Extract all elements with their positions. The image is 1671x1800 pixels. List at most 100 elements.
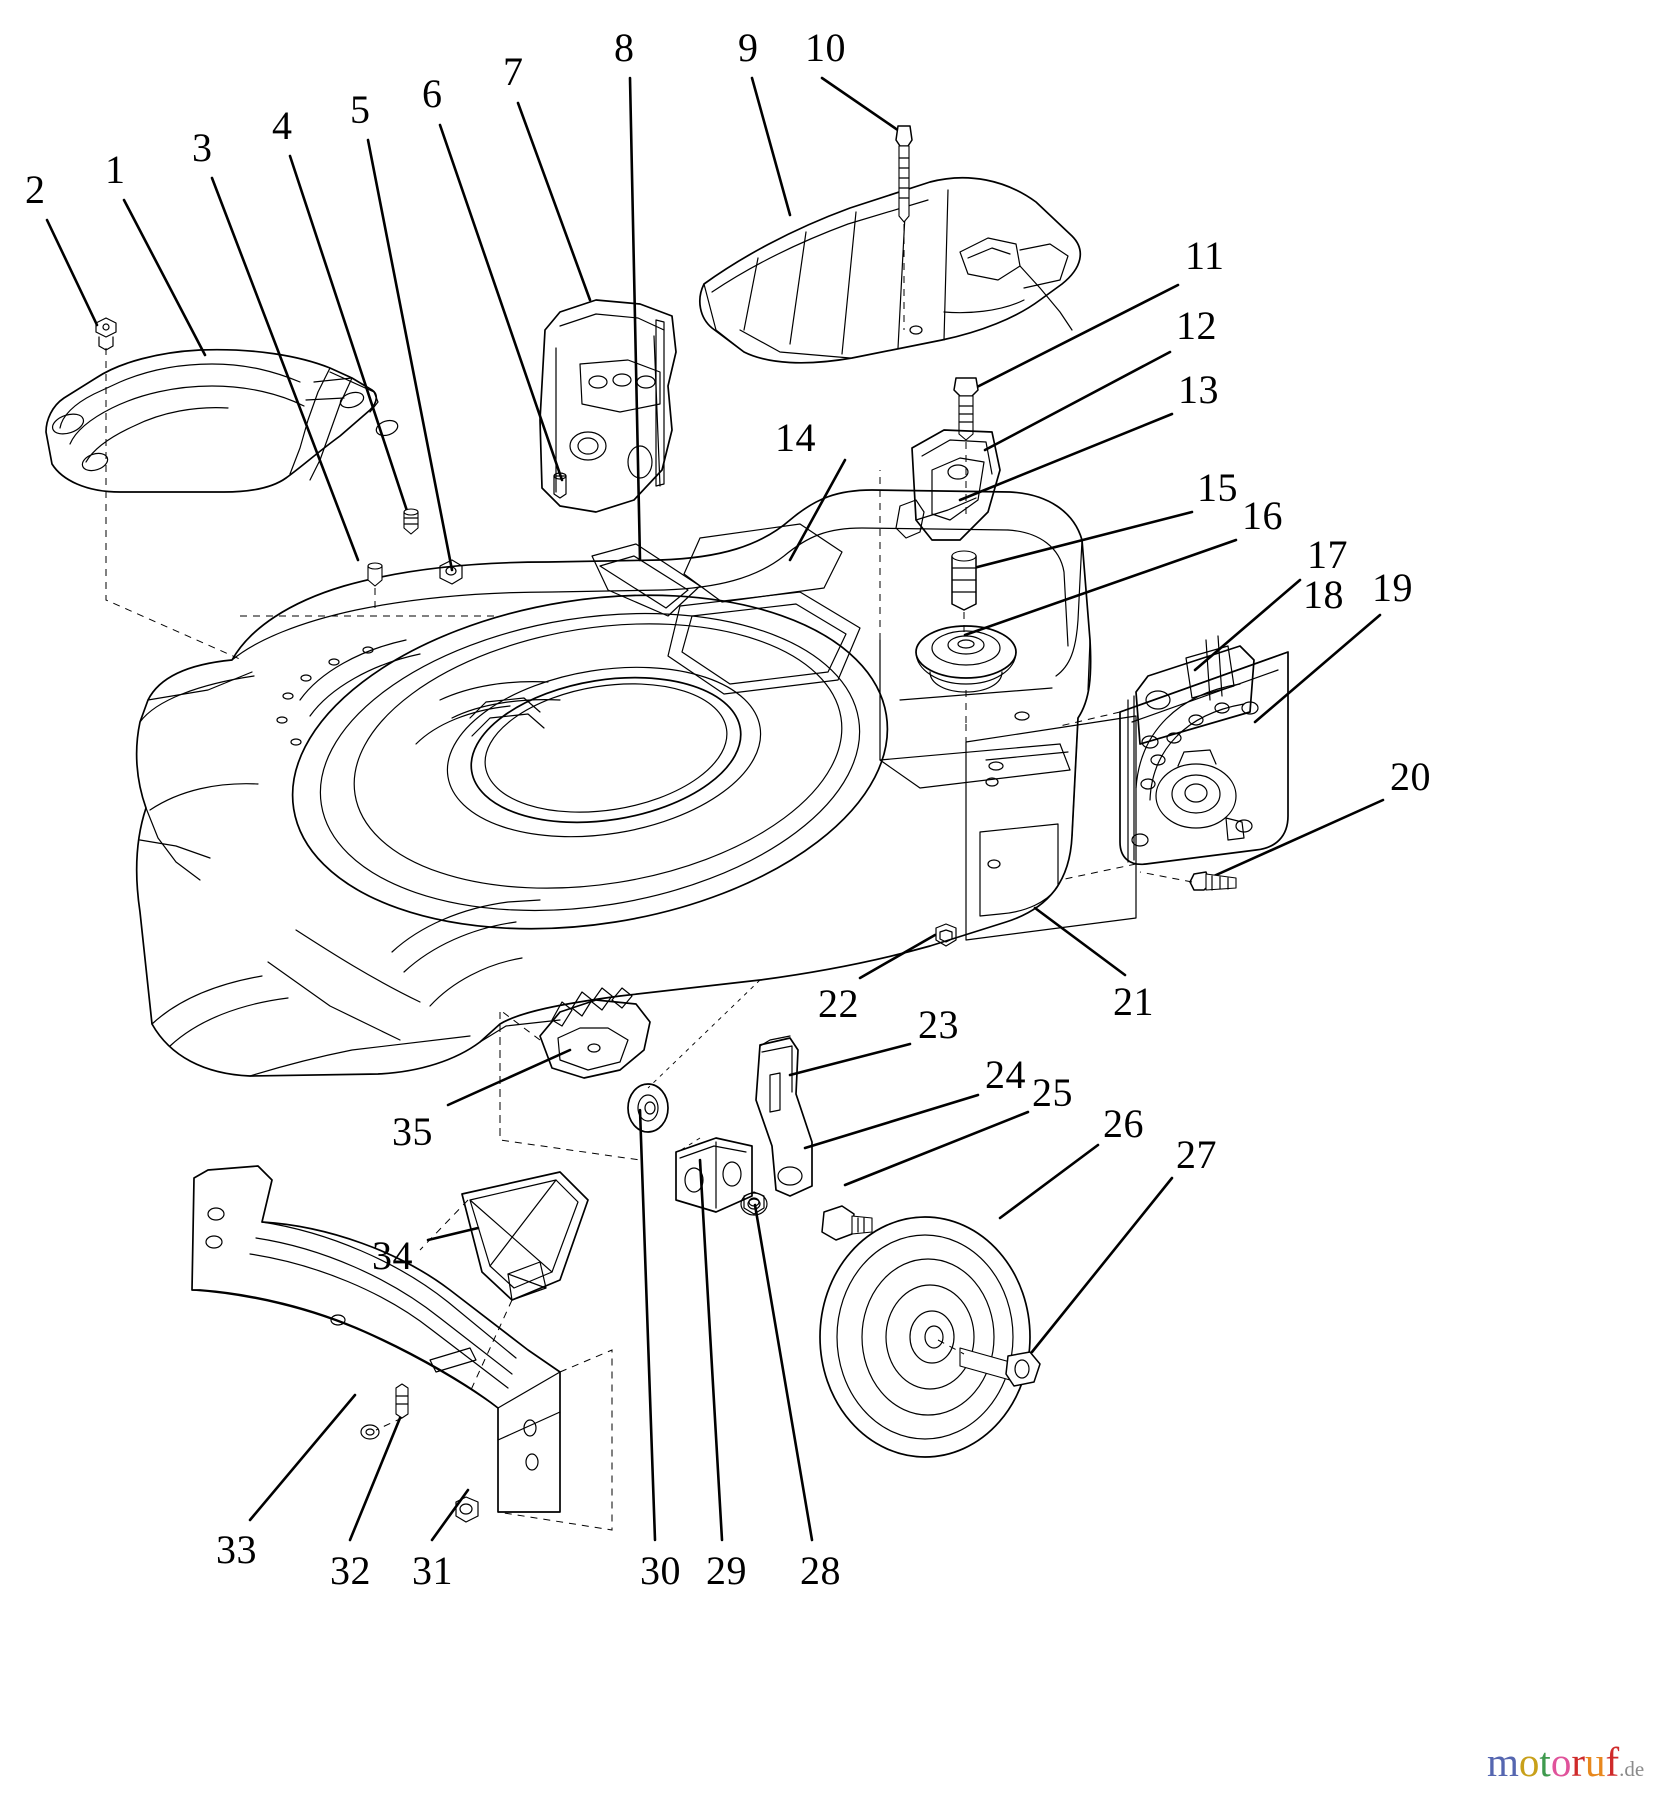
leader-line-29: [698, 1158, 724, 1542]
part-5-bolt: [439, 559, 463, 585]
part-11-bolt: [953, 377, 979, 520]
leader-lines: [45, 76, 1385, 1542]
part-6-pin: [553, 472, 567, 499]
watermark-letter-1: o: [1518, 1739, 1540, 1785]
callout-number-11: 11: [1185, 233, 1225, 278]
callout-number-8: 8: [614, 25, 635, 70]
part-28-bushing: [740, 1192, 768, 1216]
callout-number-34: 34: [372, 1233, 413, 1278]
leader-line-17: [1193, 578, 1302, 672]
leader-line-11: [973, 283, 1180, 390]
callout-number-24: 24: [985, 1052, 1026, 1097]
callout-number-17: 17: [1307, 532, 1348, 577]
callout-number-19: 19: [1372, 565, 1413, 610]
callout-number-6: 6: [422, 71, 443, 116]
part-9-rear-door: [699, 176, 1082, 364]
leader-line-33: [248, 1393, 357, 1522]
leader-line-10: [820, 76, 907, 137]
watermark-tld: .de: [1619, 1757, 1645, 1781]
leader-line-23: [788, 1042, 912, 1077]
callout-number-33: 33: [216, 1527, 257, 1572]
watermark-letter-2: t: [1539, 1739, 1551, 1785]
callout-number-21: 21: [1113, 979, 1154, 1024]
callout-number-16: 16: [1242, 493, 1283, 538]
leader-line-7: [516, 101, 592, 302]
motoruf-watermark: motoruf.de: [1487, 1742, 1644, 1790]
callout-number-23: 23: [918, 1002, 959, 1047]
part-29-bracket: [675, 1137, 753, 1213]
leader-line-16: [963, 538, 1238, 637]
leader-line-34: [426, 1226, 480, 1242]
leader-line-26: [998, 1143, 1100, 1220]
callout-number-27: 27: [1176, 1132, 1217, 1177]
part-22-nut: [935, 923, 957, 947]
part-7-bracket: [539, 299, 677, 513]
callout-number-13: 13: [1178, 367, 1219, 412]
part-34-mulch-plug: [419, 1171, 589, 1393]
part-30-washer: [627, 1083, 669, 1133]
part-2-plug: [95, 317, 117, 351]
leader-line-9: [750, 76, 792, 217]
callout-number-4: 4: [272, 103, 293, 148]
callout-number-26: 26: [1103, 1101, 1144, 1146]
callout-number-32: 32: [330, 1548, 371, 1593]
callout-number-2: 2: [25, 167, 46, 212]
leader-line-14: [788, 458, 847, 562]
part-26-27-wheel: [819, 1216, 1041, 1458]
part-20-screw: [1139, 871, 1237, 891]
part-3-bolt: [367, 562, 383, 612]
leader-line-20: [1203, 798, 1385, 882]
watermark-letter-3: o: [1550, 1739, 1572, 1785]
part-25-bolt: [821, 1205, 873, 1241]
callout-number-15: 15: [1197, 465, 1238, 510]
callout-number-22: 22: [818, 981, 859, 1026]
part-23-lever-arm: [755, 1035, 813, 1197]
part-35-latch: [499, 987, 651, 1161]
leader-line-28: [753, 1203, 814, 1542]
leader-line-6: [438, 123, 564, 482]
callout-number-1: 1: [105, 147, 126, 192]
callout-number-12: 12: [1176, 303, 1217, 348]
callout-number-29: 29: [706, 1548, 747, 1593]
leader-line-21: [1033, 906, 1127, 977]
leader-line-15: [956, 510, 1194, 574]
leader-line-8: [628, 76, 642, 562]
part-1-front-cover: [45, 348, 399, 493]
leader-line-12: [983, 350, 1172, 452]
watermark-letter-5: u: [1584, 1739, 1606, 1785]
leader-line-2: [45, 218, 99, 327]
leader-line-5: [366, 138, 454, 572]
callout-number-9: 9: [738, 25, 759, 70]
construction-lines: [105, 348, 967, 1153]
leader-line-1: [122, 198, 207, 357]
callout-number-35: 35: [392, 1109, 433, 1154]
leader-line-30: [638, 1108, 657, 1542]
callout-number-14: 14: [775, 415, 816, 460]
watermark-letter-0: m: [1487, 1739, 1519, 1785]
leader-line-24: [803, 1093, 980, 1150]
leader-line-22: [858, 933, 937, 980]
watermark-letter-4: r: [1571, 1739, 1585, 1785]
part-4-screw: [403, 508, 419, 535]
callout-number-10: 10: [805, 25, 846, 70]
callout-number-7: 7: [503, 49, 524, 94]
callout-number-18: 18: [1303, 572, 1344, 617]
leader-line-4: [288, 154, 412, 522]
callout-number-20: 20: [1390, 754, 1431, 799]
part-31-nut: [455, 1496, 479, 1523]
callout-number-3: 3: [192, 125, 213, 170]
callout-number-5: 5: [350, 87, 371, 132]
leader-line-3: [210, 176, 360, 562]
leader-line-25: [843, 1110, 1030, 1187]
part-10-screw: [895, 125, 913, 330]
leader-line-35: [446, 1048, 572, 1107]
callout-number-30: 30: [640, 1548, 681, 1593]
leader-line-27: [1030, 1176, 1174, 1354]
leader-line-32: [348, 1416, 402, 1542]
part-15-spacer: [951, 550, 977, 636]
callout-number-28: 28: [800, 1548, 841, 1593]
callout-number-31: 31: [412, 1548, 453, 1593]
callout-number-25: 25: [1032, 1070, 1073, 1115]
